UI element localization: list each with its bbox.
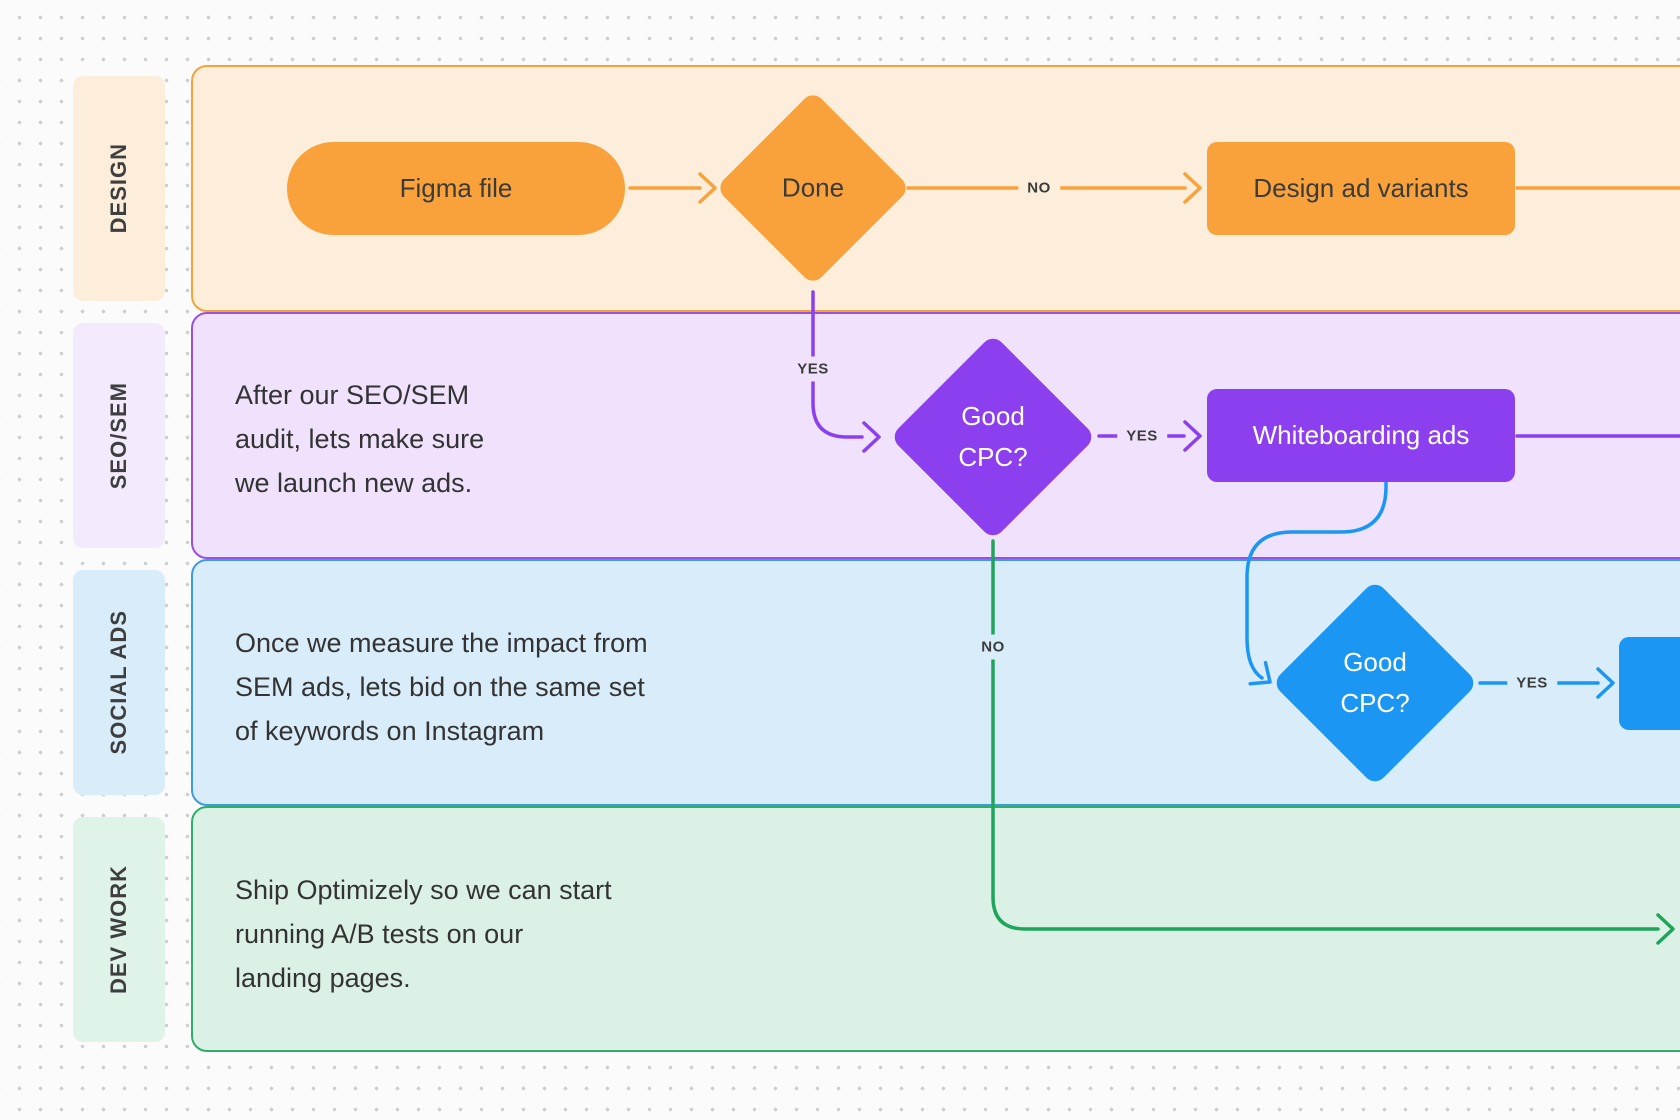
node-whiteboarding-ads[interactable]: Whiteboarding ads: [1207, 389, 1515, 482]
edge-label-sem-cpc-yes[interactable]: YES: [1117, 423, 1167, 449]
node-design-ad-variants[interactable]: Design ad variants: [1207, 142, 1515, 235]
node-good-cpc-sem-label: Good CPC?: [958, 401, 1028, 472]
lane-label-seo-sem-text: SEO/SEM: [106, 381, 131, 490]
node-social-yes-target[interactable]: [1619, 637, 1680, 730]
lane-label-social-ads-text: SOCIAL ADS: [106, 610, 131, 755]
note-social-ads[interactable]: Once we measure the impact from SEM ads,…: [235, 628, 648, 746]
node-whiteboarding-ads-label: Whiteboarding ads: [1252, 420, 1470, 450]
node-figma-file-label: Figma file: [399, 173, 513, 203]
edge-label-sem-cpc-no[interactable]: NO: [972, 634, 1014, 660]
lane-label-design-text: DESIGN: [106, 143, 131, 234]
node-done-label: Done: [781, 172, 845, 203]
lane-label-dev-work[interactable]: DEV WORK: [73, 817, 165, 1042]
lane-label-design[interactable]: DESIGN: [73, 76, 165, 301]
lane-label-social-ads[interactable]: SOCIAL ADS: [73, 570, 165, 795]
note-seo-sem[interactable]: After our SEO/SEM audit, lets make sure …: [235, 380, 485, 498]
node-figma-file[interactable]: Figma file: [287, 142, 625, 235]
edge-label-done-yes[interactable]: YES: [788, 356, 838, 382]
edge-label-social-cpc-yes[interactable]: YES: [1507, 670, 1557, 696]
note-dev-work[interactable]: Ship Optimizely so we can start running …: [235, 875, 612, 993]
lane-label-dev-work-text: DEV WORK: [106, 865, 131, 994]
lane-label-seo-sem[interactable]: SEO/SEM: [73, 323, 165, 548]
edge-label-done-no[interactable]: NO: [1018, 175, 1060, 201]
node-design-ad-variants-label: Design ad variants: [1253, 173, 1469, 203]
node-good-cpc-social-label: Good CPC?: [1340, 647, 1410, 718]
